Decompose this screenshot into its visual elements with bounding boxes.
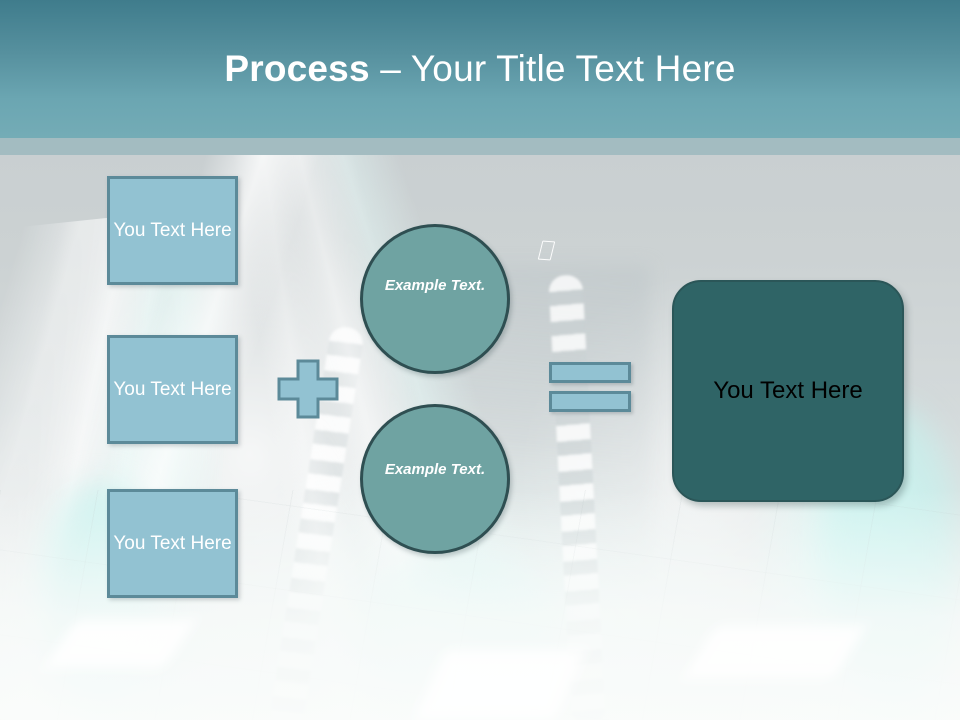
input-box-1[interactable]: You Text Here [107, 176, 238, 285]
input-box-1-label: You Text Here [113, 220, 232, 241]
equals-icon [549, 362, 631, 412]
page-title-strong: Process [224, 48, 370, 89]
slide-header-band [0, 0, 960, 138]
input-box-2[interactable]: You Text Here [107, 335, 238, 444]
example-circle-1-label: Example Text. [384, 276, 486, 294]
equals-icon-bar-top [549, 362, 631, 383]
example-circle-2[interactable]: Example Text. [360, 404, 510, 554]
equals-icon-bar-bottom [549, 391, 631, 412]
input-box-2-label: You Text Here [113, 379, 232, 400]
plus-icon [277, 359, 339, 419]
example-circle-2-label: Example Text. [384, 460, 486, 478]
result-box-label: You Text Here [713, 377, 863, 404]
page-title: Process – Your Title Text Here [0, 47, 960, 91]
input-box-3-label: You Text Here [113, 533, 232, 554]
slide-header-underband [0, 138, 960, 155]
result-box[interactable]: You Text Here [672, 280, 904, 502]
page-title-rest: – Your Title Text Here [369, 48, 736, 89]
example-circle-1[interactable]: Example Text. [360, 224, 510, 374]
input-box-3[interactable]: You Text Here [107, 489, 238, 598]
